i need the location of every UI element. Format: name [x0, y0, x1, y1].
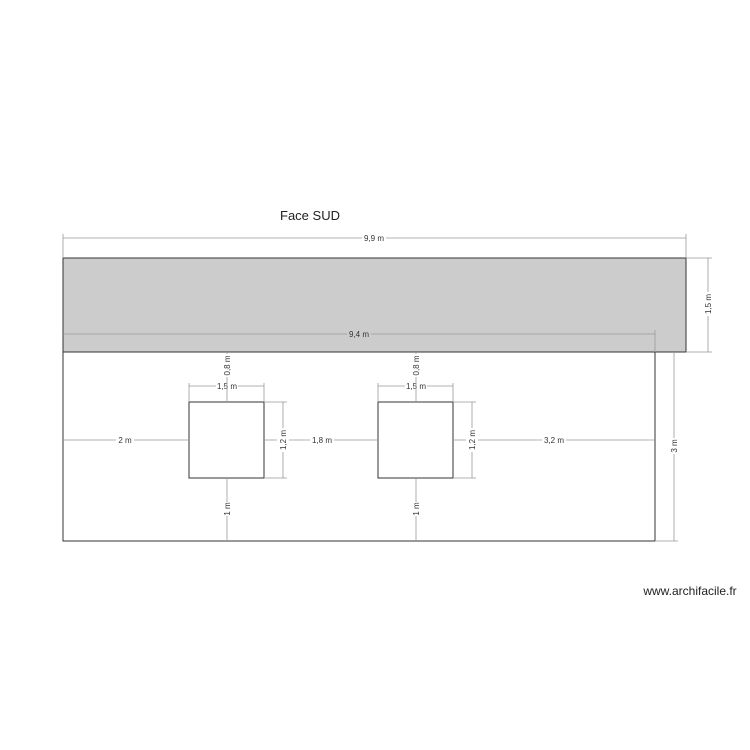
watermark: www.archifacile.fr	[642, 584, 736, 598]
svg-text:1,5 m: 1,5 m	[704, 294, 713, 314]
dimension-roof-height: 1,5 m	[686, 257, 714, 353]
svg-text:9,9 m: 9,9 m	[364, 234, 384, 243]
window-1	[188, 401, 265, 479]
drawing-title: Face SUD	[280, 208, 340, 223]
window-2	[377, 401, 454, 479]
svg-text:1 m: 1 m	[223, 502, 232, 516]
dimension-roof-width: 9,9 m	[62, 233, 687, 258]
dimension-window2-top: 0,8 m	[410, 352, 422, 402]
svg-text:1,2 m: 1,2 m	[468, 430, 477, 450]
dimension-right-margin: 3,2 m	[453, 435, 655, 445]
svg-text:1 m: 1 m	[412, 502, 421, 516]
dimension-window1-bottom: 1 m	[221, 478, 233, 541]
facade-wall	[62, 351, 656, 542]
dimension-left-margin: 2 m	[63, 435, 189, 445]
dimension-window2-height: 1,2 m	[453, 401, 478, 479]
svg-text:9,4 m: 9,4 m	[349, 330, 369, 339]
svg-text:0,8 m: 0,8 m	[412, 355, 421, 375]
dimension-window1-top: 0,8 m	[221, 352, 233, 402]
svg-text:2 m: 2 m	[118, 436, 132, 445]
dimension-window2-bottom: 1 m	[410, 478, 422, 541]
svg-text:1,2 m: 1,2 m	[279, 430, 288, 450]
svg-text:0,8 m: 0,8 m	[223, 355, 232, 375]
svg-text:3,2 m: 3,2 m	[544, 436, 564, 445]
dimension-wall-width: 9,4 m	[63, 329, 656, 352]
svg-text:3 m: 3 m	[670, 439, 679, 453]
dimension-window1-height: 1,2 m	[264, 401, 289, 479]
svg-text:1,8 m: 1,8 m	[312, 436, 332, 445]
roof-band	[62, 257, 687, 353]
dimension-wall-height: 3 m	[655, 352, 680, 542]
